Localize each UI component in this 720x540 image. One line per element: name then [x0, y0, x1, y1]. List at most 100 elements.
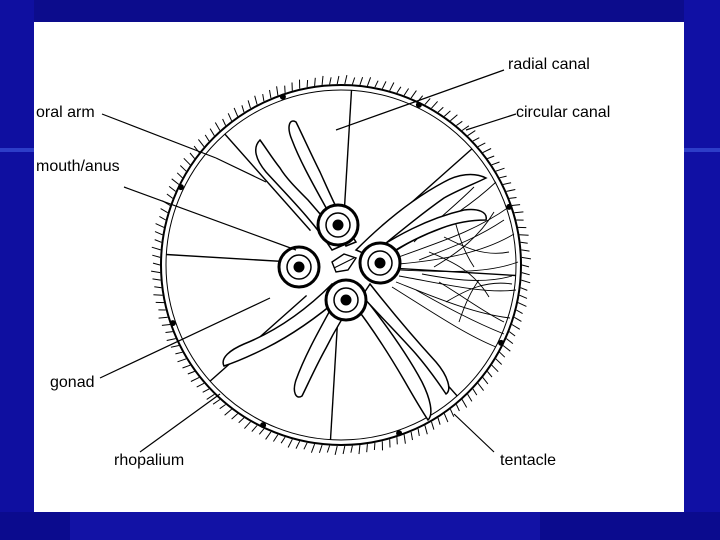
tentacle	[225, 409, 232, 415]
rhopalium	[280, 94, 286, 100]
tentacle	[273, 435, 278, 442]
tentacle	[304, 443, 307, 450]
tentacle	[418, 429, 419, 436]
tentacle	[281, 437, 285, 443]
radial-canal	[166, 255, 295, 263]
tentacle	[252, 425, 257, 431]
tentacle	[522, 273, 530, 275]
tentacle	[151, 271, 160, 273]
tentacle	[397, 87, 401, 93]
tentacle	[411, 91, 416, 99]
tentacle	[468, 394, 472, 401]
tentacle	[404, 435, 405, 444]
tentacle	[521, 280, 530, 283]
tentacle	[152, 247, 161, 250]
tentacle	[188, 371, 195, 374]
tentacle	[496, 168, 505, 171]
tentacle	[178, 359, 187, 362]
tentacle	[503, 183, 511, 185]
rhopalium	[396, 430, 402, 436]
tentacle	[155, 232, 163, 235]
tentacle	[444, 111, 450, 117]
tentacle	[478, 143, 485, 147]
tentacle	[167, 194, 173, 198]
tentacle	[500, 176, 507, 178]
tentacle	[522, 257, 531, 259]
tentacle	[288, 439, 292, 447]
tentacle	[296, 441, 300, 448]
tentacle	[500, 352, 505, 357]
background-left	[0, 0, 34, 540]
leader-tentacle	[454, 414, 494, 452]
tentacle	[177, 173, 182, 178]
tentacle	[514, 317, 521, 321]
tentacle	[153, 263, 160, 265]
tentacle	[367, 77, 370, 86]
tentacle	[425, 98, 430, 104]
tentacle	[512, 325, 520, 330]
rhopalium	[498, 340, 504, 346]
tentacle	[232, 414, 238, 420]
tentacle	[152, 255, 160, 257]
tentacle	[248, 100, 250, 108]
tentacle	[522, 265, 529, 267]
tentacle	[521, 242, 528, 243]
tentacle	[242, 105, 244, 112]
tentacle	[155, 240, 162, 243]
tentacle	[183, 365, 191, 368]
leader-radial-canal	[336, 70, 504, 130]
tentacle	[382, 81, 386, 88]
tentacle	[190, 153, 195, 159]
radial-canal	[344, 90, 352, 219]
tentacle	[509, 198, 516, 199]
tentacle	[167, 339, 176, 341]
tentacle	[213, 400, 220, 405]
tentacle	[432, 101, 438, 108]
oral-arms	[223, 121, 486, 420]
tentacle	[161, 209, 168, 213]
tentacle	[169, 186, 176, 191]
tentacle	[197, 383, 204, 387]
tentacle	[311, 444, 314, 453]
tentacle	[263, 94, 264, 101]
right-accent-stripe	[684, 148, 720, 152]
tentacle	[154, 287, 161, 288]
tentacle	[503, 346, 510, 352]
tentacle	[234, 108, 238, 117]
tentacle	[335, 446, 337, 455]
tentacle	[367, 444, 368, 452]
tentacle	[492, 365, 498, 372]
tentacle	[220, 405, 226, 409]
tentacle	[468, 131, 476, 136]
tentacle	[473, 389, 477, 395]
tentacle	[359, 445, 360, 454]
tentacle	[520, 295, 528, 298]
tentacle	[159, 216, 165, 220]
tentacle	[506, 339, 513, 344]
tentacle	[438, 107, 443, 112]
tentacle	[156, 224, 164, 228]
tentacle	[483, 149, 491, 153]
leader-gonad	[100, 298, 270, 378]
tentacle	[352, 78, 354, 85]
label-radial-canal: radial canal	[508, 56, 590, 74]
leader-circular-canal	[466, 114, 516, 130]
tentacle	[473, 138, 479, 141]
tentacle	[496, 359, 502, 365]
tentacle	[450, 409, 453, 417]
tentacle	[345, 75, 347, 84]
tentacle	[255, 96, 257, 105]
tentacle	[351, 446, 353, 453]
tentacle	[180, 166, 186, 172]
tentacle	[198, 139, 204, 146]
tentacle	[270, 90, 271, 98]
tentacle	[175, 352, 182, 354]
tentacle	[518, 303, 526, 307]
tentacle	[307, 80, 308, 87]
tentacle	[492, 162, 500, 165]
label-mouth-anus: mouth/anus	[36, 158, 120, 176]
tentacle	[456, 405, 459, 412]
tentacle	[509, 332, 515, 336]
tentacle	[462, 400, 467, 408]
tentacle	[191, 377, 199, 381]
